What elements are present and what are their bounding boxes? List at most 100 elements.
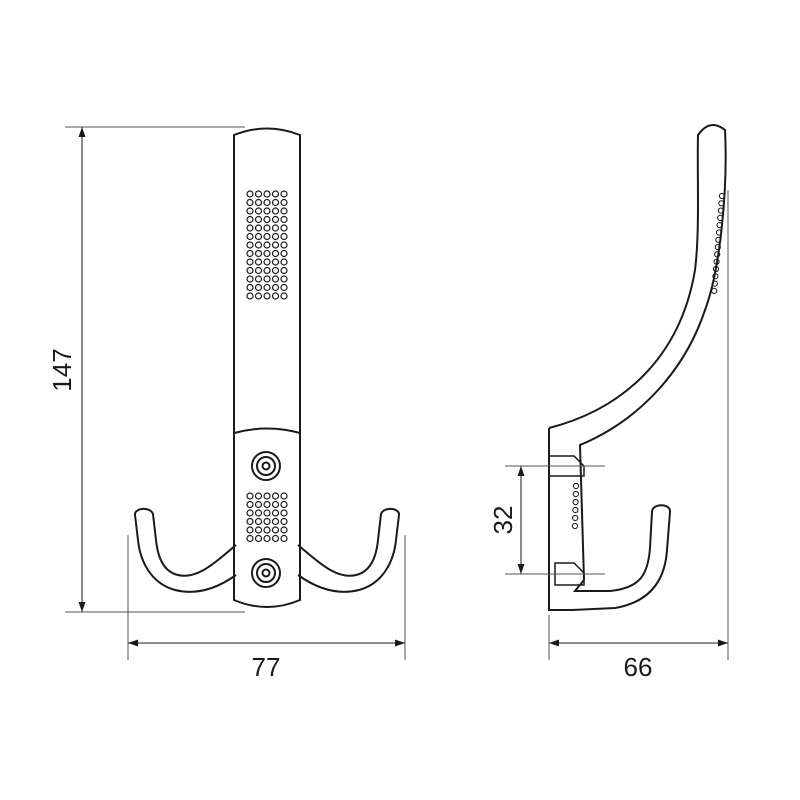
texture-dot bbox=[254, 198, 263, 207]
texture-dot bbox=[246, 509, 254, 517]
texture-dot bbox=[254, 207, 263, 215]
texture-dot bbox=[263, 500, 271, 509]
front-right-hook bbox=[297, 507, 400, 593]
texture-dot bbox=[263, 207, 271, 215]
texture-dot bbox=[712, 265, 720, 273]
texture-dot bbox=[254, 241, 263, 249]
texture-dot bbox=[254, 517, 263, 526]
texture-dot bbox=[280, 526, 288, 534]
texture-dot bbox=[263, 266, 271, 275]
texture-dot bbox=[280, 249, 288, 258]
lower-screw-hole-inner bbox=[261, 568, 271, 578]
texture-dot bbox=[280, 241, 288, 249]
texture-dot bbox=[246, 258, 254, 266]
texture-dot bbox=[271, 224, 280, 232]
texture-dot bbox=[271, 266, 280, 275]
texture-dot bbox=[246, 266, 254, 275]
texture-dot bbox=[715, 236, 722, 243]
texture-dot bbox=[254, 215, 263, 224]
texture-dot bbox=[271, 198, 280, 207]
texture-dot bbox=[254, 275, 263, 283]
texture-dot bbox=[280, 215, 288, 224]
front-plate-divider bbox=[233, 427, 301, 434]
texture-dot bbox=[246, 232, 254, 241]
texture-dot bbox=[280, 500, 288, 509]
texture-dot bbox=[246, 526, 254, 534]
texture-dot bbox=[572, 514, 579, 522]
width-label: 77 bbox=[252, 652, 281, 682]
texture-dot bbox=[263, 292, 271, 300]
upper-dot-pattern bbox=[246, 190, 288, 300]
texture-dot bbox=[280, 224, 288, 232]
texture-dot bbox=[280, 232, 288, 241]
texture-dot bbox=[280, 517, 288, 526]
texture-dot bbox=[271, 215, 280, 224]
side-lower-hook bbox=[571, 504, 671, 611]
height-label: 147 bbox=[47, 348, 77, 391]
texture-dot bbox=[254, 283, 263, 292]
lower-dot-pattern bbox=[246, 492, 288, 543]
texture-dot bbox=[271, 258, 280, 266]
texture-dot bbox=[246, 500, 254, 509]
texture-dot bbox=[718, 200, 725, 207]
texture-dot bbox=[271, 249, 280, 258]
texture-dot bbox=[280, 509, 288, 517]
texture-dot bbox=[246, 275, 254, 283]
texture-dot bbox=[280, 190, 288, 198]
texture-dot bbox=[280, 492, 288, 500]
texture-dot bbox=[280, 198, 288, 207]
texture-dot bbox=[571, 522, 579, 530]
upper-screw-hole-inner bbox=[261, 461, 271, 471]
texture-dot bbox=[246, 224, 254, 232]
texture-dot bbox=[711, 287, 718, 294]
front-plate bbox=[233, 127, 301, 608]
texture-dot bbox=[254, 232, 263, 241]
front-view bbox=[134, 127, 400, 608]
texture-dot bbox=[271, 283, 280, 292]
texture-dot bbox=[254, 509, 263, 517]
texture-dot bbox=[254, 534, 263, 543]
upper-countersink bbox=[549, 455, 585, 477]
texture-dot bbox=[271, 526, 280, 534]
texture-dot bbox=[271, 241, 280, 249]
texture-dot bbox=[714, 244, 721, 251]
side-base-plate bbox=[548, 428, 572, 611]
texture-dot bbox=[263, 249, 271, 258]
texture-dot bbox=[271, 517, 280, 526]
front-left-hook bbox=[134, 507, 237, 593]
upper-screw-hole-mid bbox=[256, 456, 276, 476]
lower-screw-hole-outer bbox=[251, 558, 281, 588]
texture-dot bbox=[271, 190, 280, 198]
texture-dot bbox=[263, 258, 271, 266]
texture-dot bbox=[263, 275, 271, 283]
texture-dot bbox=[716, 222, 723, 229]
texture-dot bbox=[254, 492, 263, 500]
texture-dot bbox=[572, 498, 579, 506]
texture-dot bbox=[246, 534, 254, 543]
texture-dot bbox=[263, 190, 271, 198]
texture-dot bbox=[271, 292, 280, 300]
texture-dot bbox=[280, 534, 288, 543]
lower-screw-hole-mid bbox=[256, 563, 276, 583]
texture-dot bbox=[254, 526, 263, 534]
texture-dot bbox=[712, 273, 719, 280]
side-view bbox=[548, 124, 727, 611]
texture-dot bbox=[271, 500, 280, 509]
texture-dot bbox=[263, 241, 271, 249]
texture-dot bbox=[246, 215, 254, 224]
texture-dot bbox=[714, 251, 721, 258]
texture-dot bbox=[263, 517, 271, 526]
texture-dot bbox=[271, 534, 280, 543]
texture-dot bbox=[713, 258, 720, 265]
texture-dot bbox=[254, 249, 263, 258]
texture-dot bbox=[263, 526, 271, 534]
texture-dot bbox=[246, 207, 254, 215]
texture-dot bbox=[271, 207, 280, 215]
texture-dot bbox=[246, 492, 254, 500]
texture-dot bbox=[271, 509, 280, 517]
texture-dot bbox=[280, 207, 288, 215]
texture-dot bbox=[263, 509, 271, 517]
texture-dot bbox=[254, 258, 263, 266]
texture-dot bbox=[263, 283, 271, 292]
